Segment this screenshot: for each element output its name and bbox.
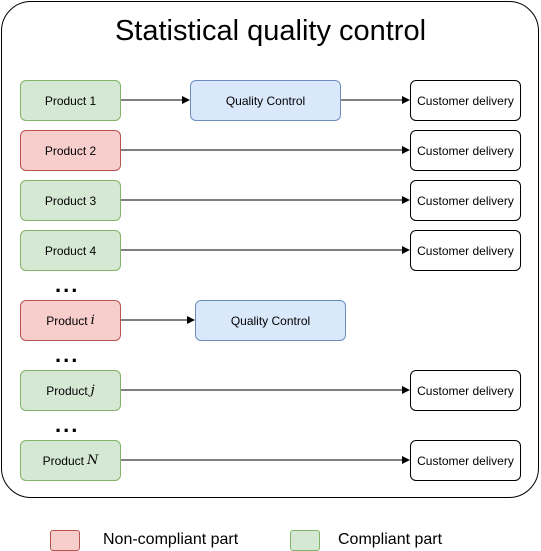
delivery-label: Customer delivery <box>417 453 514 468</box>
product-label: Product 3 <box>44 193 97 208</box>
qc-label: Quality Control <box>230 313 311 328</box>
legend-noncompliant-swatch <box>50 530 80 551</box>
legend-noncompliant-label: Non-compliant part <box>103 531 239 548</box>
ellipsis: ... <box>55 342 80 367</box>
product-1-node: Product 1 <box>20 80 121 121</box>
delivery-label: Customer delivery <box>417 243 514 258</box>
quality-control-node: Quality Control <box>190 80 341 121</box>
delivery-label: Customer delivery <box>417 193 514 208</box>
ellipsis: ... <box>55 272 80 297</box>
customer-delivery-node: Customer delivery <box>410 230 521 271</box>
product-label: Product 2 <box>44 143 97 158</box>
product-index-variable: N <box>86 453 99 468</box>
product-label: Product 1 <box>44 93 97 108</box>
product-label: Product <box>46 313 88 328</box>
delivery-label: Customer delivery <box>417 383 514 398</box>
customer-delivery-node: Customer delivery <box>410 370 521 411</box>
product-label: Product 4 <box>44 243 97 258</box>
diagram-title: Statistical quality control <box>114 15 427 47</box>
legend-compliant-label: Compliant part <box>338 531 443 548</box>
customer-delivery-node: Customer delivery <box>410 180 521 221</box>
delivery-label: Customer delivery <box>417 93 514 108</box>
diagram-frame <box>1 1 539 498</box>
product-3-node: Product 3 <box>20 180 121 221</box>
product-label: Product <box>46 383 88 398</box>
product-label: Product <box>42 453 84 468</box>
product-index-variable: i <box>90 313 95 328</box>
customer-delivery-node: Customer delivery <box>410 80 521 121</box>
legend-compliant-swatch <box>290 530 320 551</box>
delivery-label: Customer delivery <box>417 143 514 158</box>
product-index-variable: j <box>90 383 95 398</box>
customer-delivery-node: Customer delivery <box>410 440 521 481</box>
qc-label: Quality Control <box>225 93 306 108</box>
customer-delivery-node: Customer delivery <box>410 130 521 171</box>
ellipsis: ... <box>55 412 80 437</box>
quality-control-node: Quality Control <box>195 300 346 341</box>
product-4-node: Product 4 <box>20 230 121 271</box>
product-2-node: Product 2 <box>20 130 121 171</box>
